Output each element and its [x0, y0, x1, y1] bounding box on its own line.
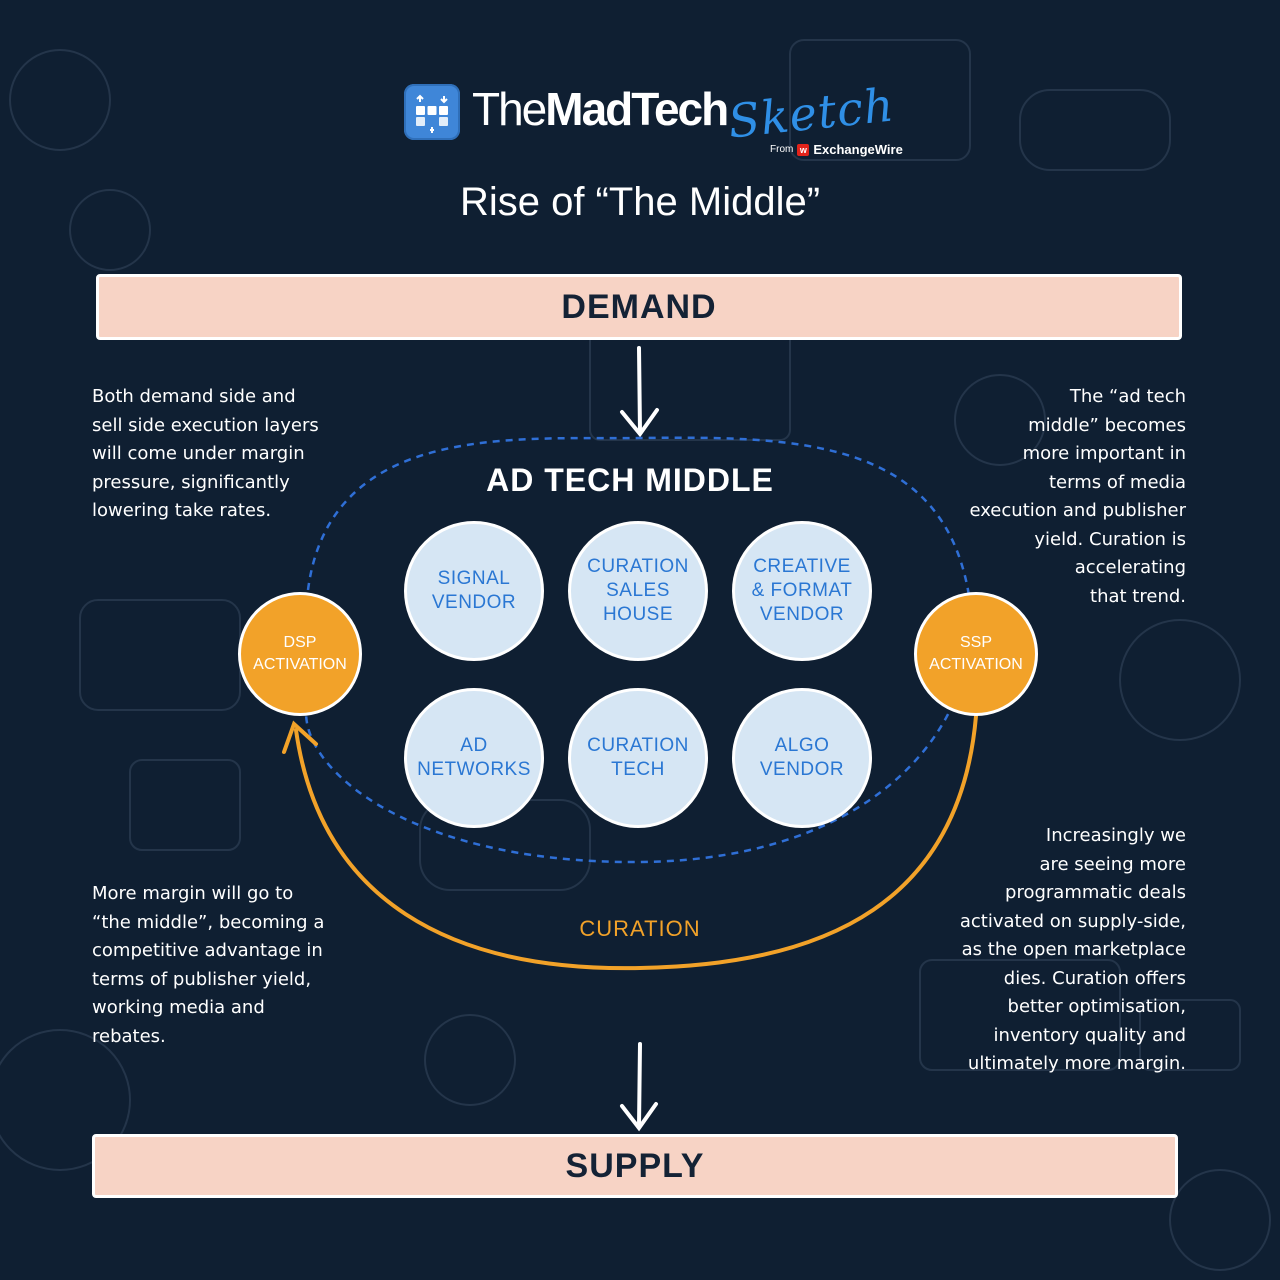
byline-brand: ExchangeWire — [813, 142, 903, 157]
supply-arrow — [620, 1042, 658, 1132]
vendor-label: AD NETWORKS — [417, 735, 531, 780]
madtech-grid-icon — [416, 94, 448, 133]
ssp-activation-label: SSP ACTIVATION — [929, 634, 1023, 673]
vendor-circle-curation-tech: CURATION TECH — [568, 688, 708, 828]
vendor-label: ALGO VENDOR — [759, 735, 845, 780]
vendor-label: CURATION TECH — [587, 735, 689, 780]
vendor-circle-signal: SIGNAL VENDOR — [404, 521, 544, 661]
vendor-circle-algo: ALGO VENDOR — [732, 688, 872, 828]
curation-arrow — [294, 714, 978, 971]
exchangewire-icon: w — [797, 143, 810, 156]
demand-arrow — [620, 346, 659, 438]
madtech-logo-tile — [404, 84, 460, 140]
ssp-activation-circle: SSP ACTIVATION — [914, 592, 1038, 716]
note-top-left: Both demand side and sell side execution… — [92, 386, 319, 521]
vendor-circle-creative-format: CREATIVE & FORMAT VENDOR — [732, 521, 872, 661]
vendor-circle-ad-networks: AD NETWORKS — [404, 688, 544, 828]
dsp-activation-circle: DSP ACTIVATION — [238, 592, 362, 716]
ad-tech-middle-loop — [305, 436, 973, 864]
note-bottom-left: More margin will go to “the middle”, bec… — [92, 883, 325, 1047]
curation-label: CURATION — [579, 916, 701, 941]
dsp-activation-label: DSP ACTIVATION — [253, 634, 347, 673]
page-title: Rise of “The Middle” — [459, 180, 821, 224]
vendor-label: CURATION SALES HOUSE — [587, 556, 689, 625]
vendor-circle-curation-sales-house: CURATION SALES HOUSE — [568, 521, 708, 661]
note-top-right: The “ad tech middle” becomes more import… — [969, 386, 1186, 607]
logo-wordmark: TheMadTech — [472, 82, 729, 136]
supply-bar: SUPPLY — [92, 1134, 1178, 1198]
byline-from: From — [770, 144, 794, 155]
logo-the: The — [472, 83, 547, 135]
curation-arrowhead — [282, 720, 318, 754]
vendor-label: CREATIVE & FORMAT VENDOR — [751, 556, 853, 625]
vendor-label: SIGNAL VENDOR — [431, 568, 517, 613]
ad-tech-middle-title: AD TECH MIDDLE — [486, 462, 774, 498]
logo-madtech: MadTech — [545, 83, 729, 135]
byline: From w ExchangeWire — [770, 142, 903, 157]
demand-bar: DEMAND — [96, 274, 1182, 340]
note-bottom-right: Increasingly we are seeing more programm… — [959, 825, 1186, 1074]
